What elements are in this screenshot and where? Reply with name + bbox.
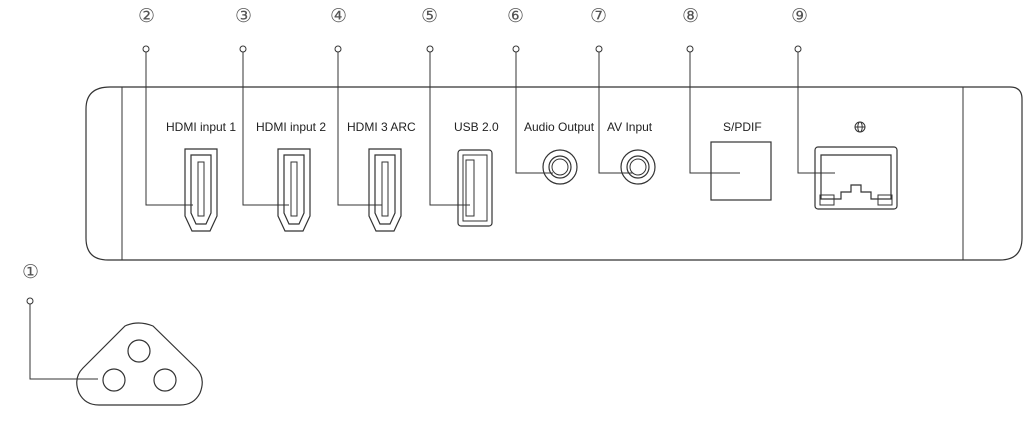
label-hdmi-3-arc: HDMI 3 ARC bbox=[347, 120, 416, 134]
callout-number-7: ⑦ bbox=[590, 5, 607, 27]
callout-number-1: ① bbox=[22, 261, 39, 283]
label-hdmi-input-1: HDMI input 1 bbox=[166, 120, 236, 134]
power-inlet bbox=[76, 322, 203, 406]
callout-number-9: ⑨ bbox=[791, 5, 808, 27]
lan-ethernet-port bbox=[814, 146, 898, 210]
callout-number-3: ③ bbox=[235, 5, 252, 27]
globe-icon bbox=[854, 121, 866, 133]
leader-lines bbox=[26, 45, 835, 380]
label-av-input: AV Input bbox=[607, 120, 653, 134]
callout-number-2: ② bbox=[138, 5, 155, 27]
spdif-optical-port bbox=[710, 141, 772, 201]
hdmi-input-1-port bbox=[184, 148, 218, 232]
device-panel bbox=[85, 86, 1023, 261]
hdmi-input-2-port bbox=[277, 148, 311, 232]
callout-number-4: ④ bbox=[330, 5, 347, 27]
av-input-jack bbox=[620, 149, 656, 185]
label-hdmi-input-2: HDMI input 2 bbox=[256, 120, 326, 134]
usb-2-port bbox=[457, 149, 493, 227]
label-usb-2: USB 2.0 bbox=[454, 120, 499, 134]
hdmi-3-arc-port bbox=[368, 148, 402, 232]
label-audio-output: Audio Output bbox=[524, 120, 595, 134]
callout-number-5: ⑤ bbox=[421, 5, 438, 27]
callout-number-6: ⑥ bbox=[507, 5, 524, 27]
callout-number-8: ⑧ bbox=[682, 5, 699, 27]
label-spdif: S/PDIF bbox=[723, 120, 762, 134]
audio-output-jack bbox=[542, 149, 578, 185]
